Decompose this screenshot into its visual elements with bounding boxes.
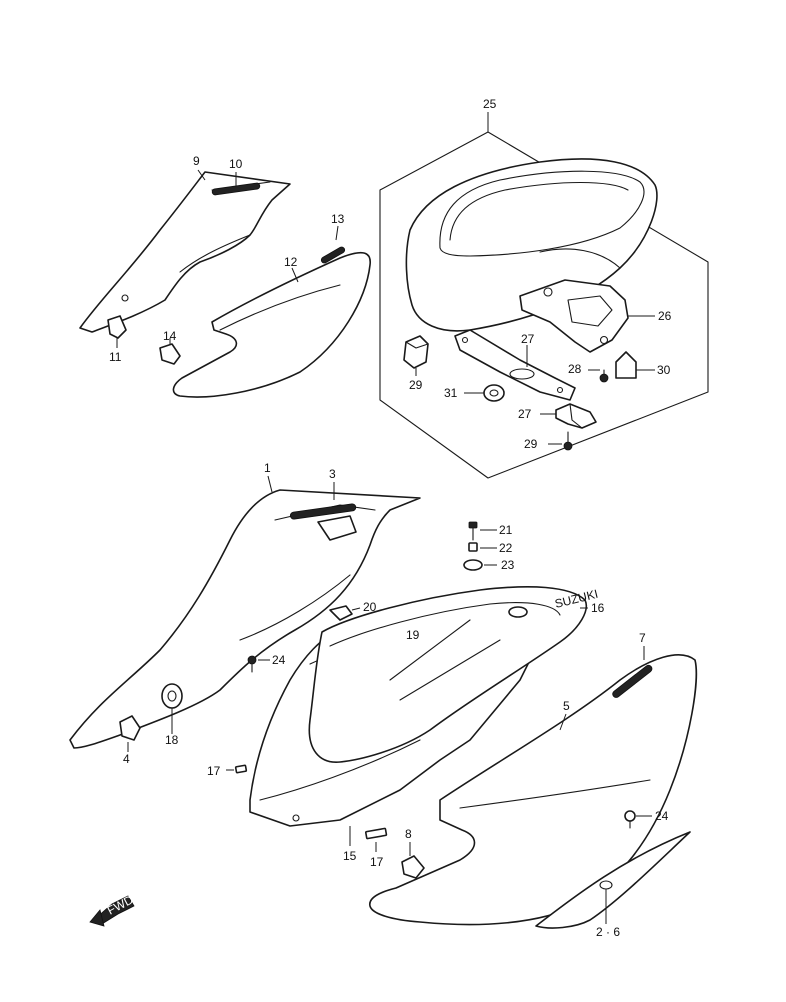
- tail-cover-16: SUZUKI: [308, 586, 599, 763]
- fwd-label: FWD: [105, 892, 136, 917]
- cushion-31: [615, 351, 655, 379]
- part-number-labels: 25 26 27 28 30 29 31 27 29 9 10 13 12 14…: [109, 97, 672, 939]
- label-17-bottom: 17: [370, 855, 384, 869]
- label-2-6: 2 · 6: [596, 925, 620, 939]
- label-32: 31: [444, 386, 458, 400]
- label-20: 20: [363, 600, 377, 614]
- label-15: 15: [343, 849, 357, 863]
- label-4: 4: [123, 752, 130, 766]
- label-24-left: 24: [272, 653, 286, 667]
- emblem-3: [289, 482, 357, 541]
- collar-22: [468, 542, 497, 552]
- label-24-right: 24: [655, 809, 669, 823]
- label-31: 30: [657, 363, 671, 377]
- screw-29-upper: [588, 369, 609, 383]
- stripe-2-6: [535, 831, 691, 929]
- kit-boundary-hexagon: [379, 131, 709, 479]
- label-26: 26: [658, 309, 672, 323]
- clip-28: [540, 403, 597, 429]
- main-assembly-group: SUZUKI: [69, 475, 698, 929]
- label-5: 5: [563, 699, 570, 713]
- label-16: 16: [591, 601, 605, 615]
- bolt-21: [468, 521, 497, 541]
- rubber-damper-30: [403, 335, 429, 376]
- label-23: 23: [501, 558, 515, 572]
- cushion-23: [463, 559, 497, 571]
- fastener-24-left: [247, 655, 270, 673]
- label-28: 27: [518, 407, 532, 421]
- bracket-4: [119, 715, 141, 752]
- bracket-11: [107, 315, 127, 348]
- seat-cowl: [405, 158, 658, 332]
- label-3: 3: [329, 467, 336, 481]
- label-22: 22: [499, 541, 513, 555]
- seat-bracket-26: [519, 279, 655, 353]
- pad-17-bottom: [364, 827, 388, 852]
- label-21: 21: [499, 523, 513, 537]
- label-1: 1: [264, 461, 271, 475]
- side-cover-5: [369, 654, 698, 926]
- cover-12: [172, 251, 371, 398]
- seat-bracket-27: [454, 329, 576, 401]
- label-29-lower: 29: [524, 437, 538, 451]
- label-30: 29: [409, 378, 423, 392]
- label-12: 12: [284, 255, 298, 269]
- label-13: 13: [331, 212, 345, 226]
- side-cover-1: [69, 475, 421, 749]
- label-7: 7: [639, 631, 646, 645]
- label-18: 18: [165, 733, 179, 747]
- label-9: 9: [193, 154, 200, 168]
- label-8: 8: [405, 827, 412, 841]
- label-10: 10: [229, 157, 243, 171]
- fwd-arrow-icon: FWD: [89, 892, 136, 927]
- label-19: 19: [406, 628, 420, 642]
- pad-17-left: [226, 764, 248, 774]
- emblem-7: [612, 646, 653, 698]
- seat-cowl-kit-group: [379, 112, 709, 479]
- label-25: 25: [483, 97, 497, 111]
- holder-20: [329, 605, 361, 621]
- label-14: 14: [163, 329, 177, 343]
- grommet-18: [161, 683, 183, 734]
- clip-8: [401, 842, 425, 879]
- emblem-10: [211, 172, 261, 196]
- clip-14: [159, 338, 181, 365]
- grommet-32: [464, 384, 505, 402]
- label-11: 11: [109, 350, 122, 364]
- upper-left-group: [79, 169, 371, 398]
- label-29-upper: 28: [568, 362, 582, 376]
- label-17-left: 17: [207, 764, 221, 778]
- fastener-24-right: [624, 810, 652, 829]
- screw-29-lower: [548, 431, 573, 451]
- emblem-13: [320, 225, 346, 264]
- label-27: 27: [521, 332, 535, 346]
